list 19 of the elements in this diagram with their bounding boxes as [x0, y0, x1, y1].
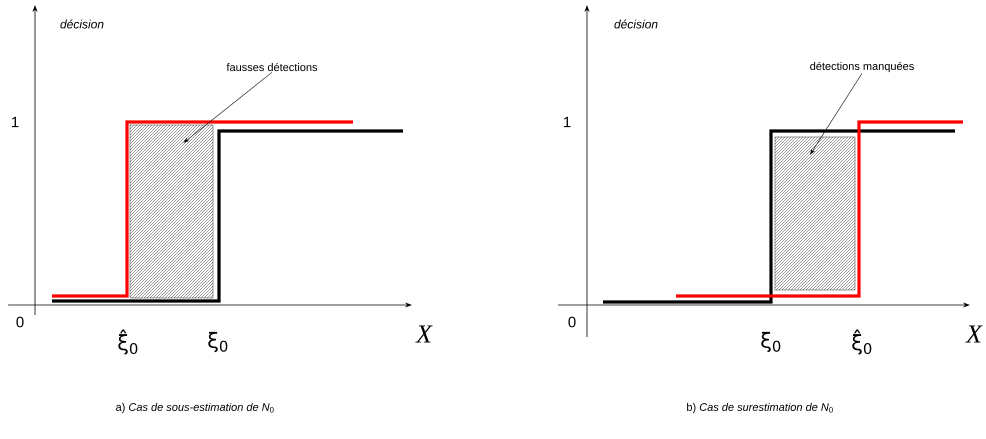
axis-label: X	[965, 325, 983, 342]
threshold-label: ξ$_{0}$	[761, 332, 780, 352]
axis-title: décision	[614, 20, 658, 28]
tick-label: 0	[568, 316, 576, 328]
callout-text: fausses détections	[226, 62, 318, 72]
caption: a) Cas de sous-estimation de N$_{0}$	[116, 402, 274, 414]
hatched-area	[774, 136, 856, 290]
tick-label: 1	[12, 116, 18, 128]
caption: b) Cas de surestimation de N$_{0}$	[687, 402, 833, 414]
leader-arrow	[184, 72, 272, 143]
tick-label: 0	[16, 316, 24, 328]
threshold-label: ξ̂$_{0}$	[118, 329, 138, 354]
callout-text: détections manquées	[810, 62, 914, 72]
axis-label: X	[415, 325, 433, 342]
threshold-label: ξ$_{0}$	[208, 332, 228, 352]
threshold-label: ξ̂$_{0}$	[852, 329, 872, 354]
hatched-area	[130, 124, 214, 298]
tick-label: 1	[564, 116, 570, 128]
axis-title: décision	[60, 20, 104, 28]
